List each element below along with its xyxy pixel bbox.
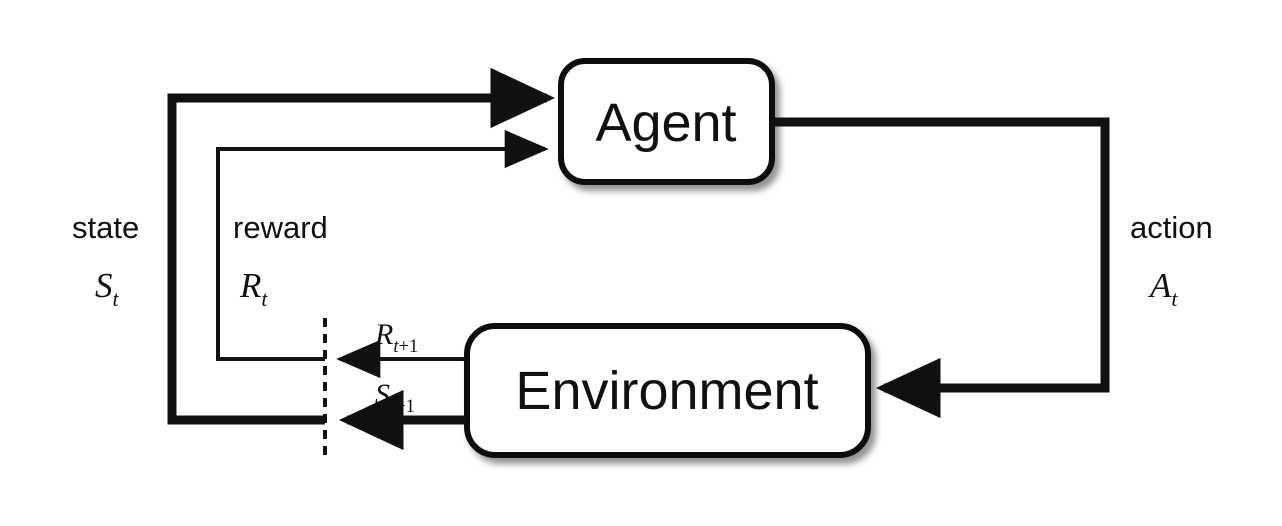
state-next-symbol: St+1 (375, 378, 415, 417)
label-state-next: St+1 (375, 378, 415, 417)
state-symbol-sub: t (113, 287, 120, 311)
reward-word: reward (233, 210, 328, 245)
state-word: state (72, 210, 139, 245)
edge-action (772, 117, 1110, 419)
label-action: action At (1130, 210, 1213, 311)
reward-symbol: Rt (239, 266, 268, 311)
agent-label: Agent (595, 93, 736, 153)
edge-action-path (772, 117, 1110, 419)
reward-next-base: R (374, 318, 393, 351)
action-word: action (1130, 210, 1213, 245)
edge-reward (216, 129, 549, 361)
edge-state-path (167, 67, 556, 425)
state-next-sub: t (390, 396, 396, 417)
reward-symbol-sub: t (261, 287, 268, 311)
label-reward: reward Rt (233, 210, 328, 311)
reward-symbol-base: R (239, 266, 261, 305)
edge-state (167, 67, 556, 425)
label-reward-next: Rt+1 (374, 318, 418, 357)
environment-label: Environment (515, 361, 818, 421)
action-symbol-sub: t (1171, 287, 1178, 311)
reward-next-sub: t (393, 336, 399, 357)
node-agent[interactable]: Agent (558, 58, 775, 185)
reward-next-symbol: Rt+1 (374, 318, 418, 357)
edge-reward-path (216, 129, 549, 361)
state-symbol: St (95, 266, 120, 311)
environment-box[interactable] (464, 323, 871, 458)
action-symbol-base: A (1148, 266, 1172, 305)
label-state: state St (72, 210, 139, 311)
node-environment[interactable]: Environment (464, 323, 871, 458)
state-next-base: S (375, 378, 390, 411)
reward-next-sub-extra: +1 (399, 336, 419, 357)
state-next-sub-extra: +1 (395, 396, 415, 417)
state-symbol-base: S (95, 266, 113, 305)
action-symbol: At (1148, 266, 1178, 311)
